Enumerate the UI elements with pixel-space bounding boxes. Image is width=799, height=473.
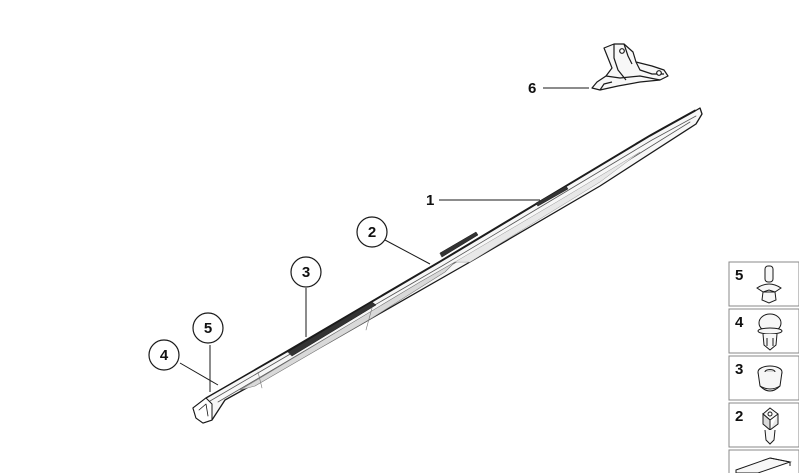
legend-panel-4-number: 4 xyxy=(735,314,744,331)
callout-2-label: 2 xyxy=(368,224,376,241)
grommet-icon xyxy=(757,365,783,392)
round-clip-icon xyxy=(757,313,783,351)
sill-cover-part-1 xyxy=(192,107,703,424)
push-rivet-icon xyxy=(756,265,782,304)
legend-panel-5: 5 xyxy=(728,261,799,307)
leader-2 xyxy=(384,239,431,265)
callout-3: 3 xyxy=(290,256,322,288)
callout-4: 4 xyxy=(148,339,180,371)
callout-1: 1 xyxy=(426,192,434,209)
callout-6: 6 xyxy=(528,80,536,97)
legend-panels: 5 4 3 xyxy=(728,261,799,473)
bracket-part-6 xyxy=(591,43,669,91)
legend-panel-5-number: 5 xyxy=(735,267,743,284)
square-clip-icon xyxy=(762,407,779,445)
callout-6-label: 6 xyxy=(528,80,536,97)
callout-3-label: 3 xyxy=(302,264,310,281)
leader-lines xyxy=(179,87,589,392)
legend-panel-3: 3 xyxy=(728,355,799,401)
legend-panel-2: 2 xyxy=(728,402,799,448)
callout-1-label: 1 xyxy=(426,192,434,209)
callout-4-label: 4 xyxy=(160,347,169,364)
legend-panel-2-number: 2 xyxy=(735,408,743,425)
leader-4 xyxy=(179,362,219,386)
legend-panel-4: 4 xyxy=(728,308,799,354)
callout-5-label: 5 xyxy=(204,320,212,337)
callout-5: 5 xyxy=(192,312,224,344)
legend-panel-strip xyxy=(728,449,799,473)
callout-2: 2 xyxy=(356,216,388,248)
legend-panel-3-number: 3 xyxy=(735,361,743,378)
